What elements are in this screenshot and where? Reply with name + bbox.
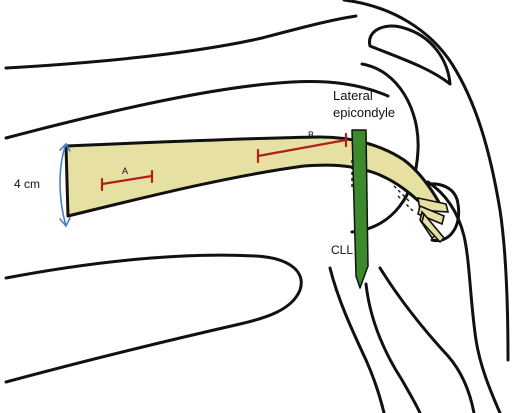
mark-b-label: B: [308, 130, 314, 140]
forearm-line-2: [366, 284, 420, 413]
graft-frayed-end: [418, 198, 448, 242]
lower-arm-contour: [6, 255, 301, 382]
mark-a-label: A: [122, 166, 128, 176]
graft-body: [66, 137, 440, 216]
upper-arm-upper-curve: [6, 82, 388, 138]
collateral-ligament: [352, 130, 368, 288]
ligament-label: CLL: [331, 243, 353, 257]
forearm-line-3: [380, 268, 474, 413]
landmark-label-line1: Lateral: [333, 88, 373, 103]
upper-arm-top-contour: [6, 16, 356, 68]
graft-width-label: 4 cm: [14, 177, 40, 191]
landmark-label-line2: epicondyle: [333, 105, 395, 120]
olecranon-cap: [369, 26, 450, 84]
forearm-line-1: [330, 268, 384, 413]
